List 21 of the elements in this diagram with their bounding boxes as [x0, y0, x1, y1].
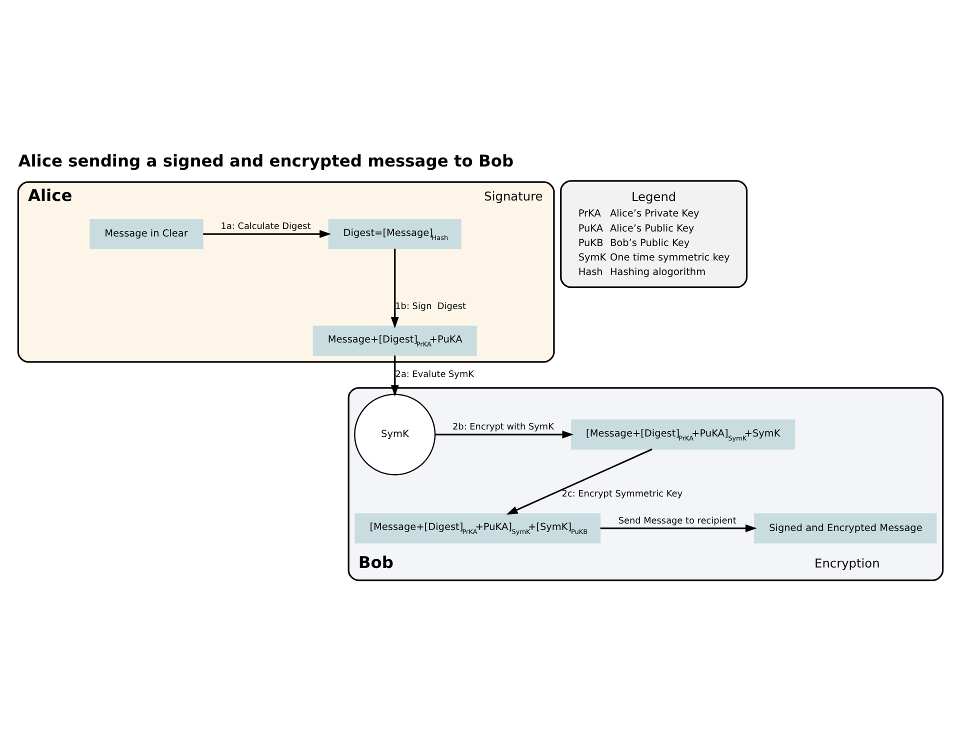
arrow	[390, 248, 399, 328]
arrow	[600, 524, 757, 532]
edge-label: 2b: Encrypt with SymK	[452, 422, 554, 433]
node-box: Message+[Digest]$_{PrKA}$+PuKA	[312, 326, 477, 356]
node-box: Legend PrKA Alice’s Private Key PuKA Alice’s Public Key PuKB Bob’s Public Key SymK One time symmetric key Hash Hashing alogorithm	[560, 180, 748, 288]
arrow	[506, 448, 652, 515]
edge-label: 1a: Calculate Digest	[220, 222, 311, 232]
node-box: Message in Clear	[90, 219, 204, 250]
node-box: Signed and Encrypted Message	[754, 513, 937, 544]
edge-label: Send Message to recipient	[618, 516, 736, 526]
node-circle: SymK	[354, 394, 436, 476]
arrow	[390, 356, 399, 397]
diagram-title: Alice sending a signed and encrypted message to Bob	[18, 152, 514, 171]
edge-label: 2c: Encrypt Symmetric Key	[562, 489, 683, 500]
arrow	[203, 230, 331, 238]
node-box: [Message+[Digest]$_{PrKA}$+PuKA]$_{SymK}$+SymK	[571, 420, 796, 450]
node-box: [Message+[Digest]$_{PrKA}$+PuKA]$_{SymK}$+[SymK]$_{PuKB}$	[354, 513, 601, 544]
edge-label: 2a: Evalute SymK	[395, 370, 474, 380]
arrow	[435, 430, 574, 439]
node-box: Digest=[Message]$_{Hash}$	[328, 219, 462, 250]
edge-label: 1b: Sign Digest	[395, 302, 466, 312]
